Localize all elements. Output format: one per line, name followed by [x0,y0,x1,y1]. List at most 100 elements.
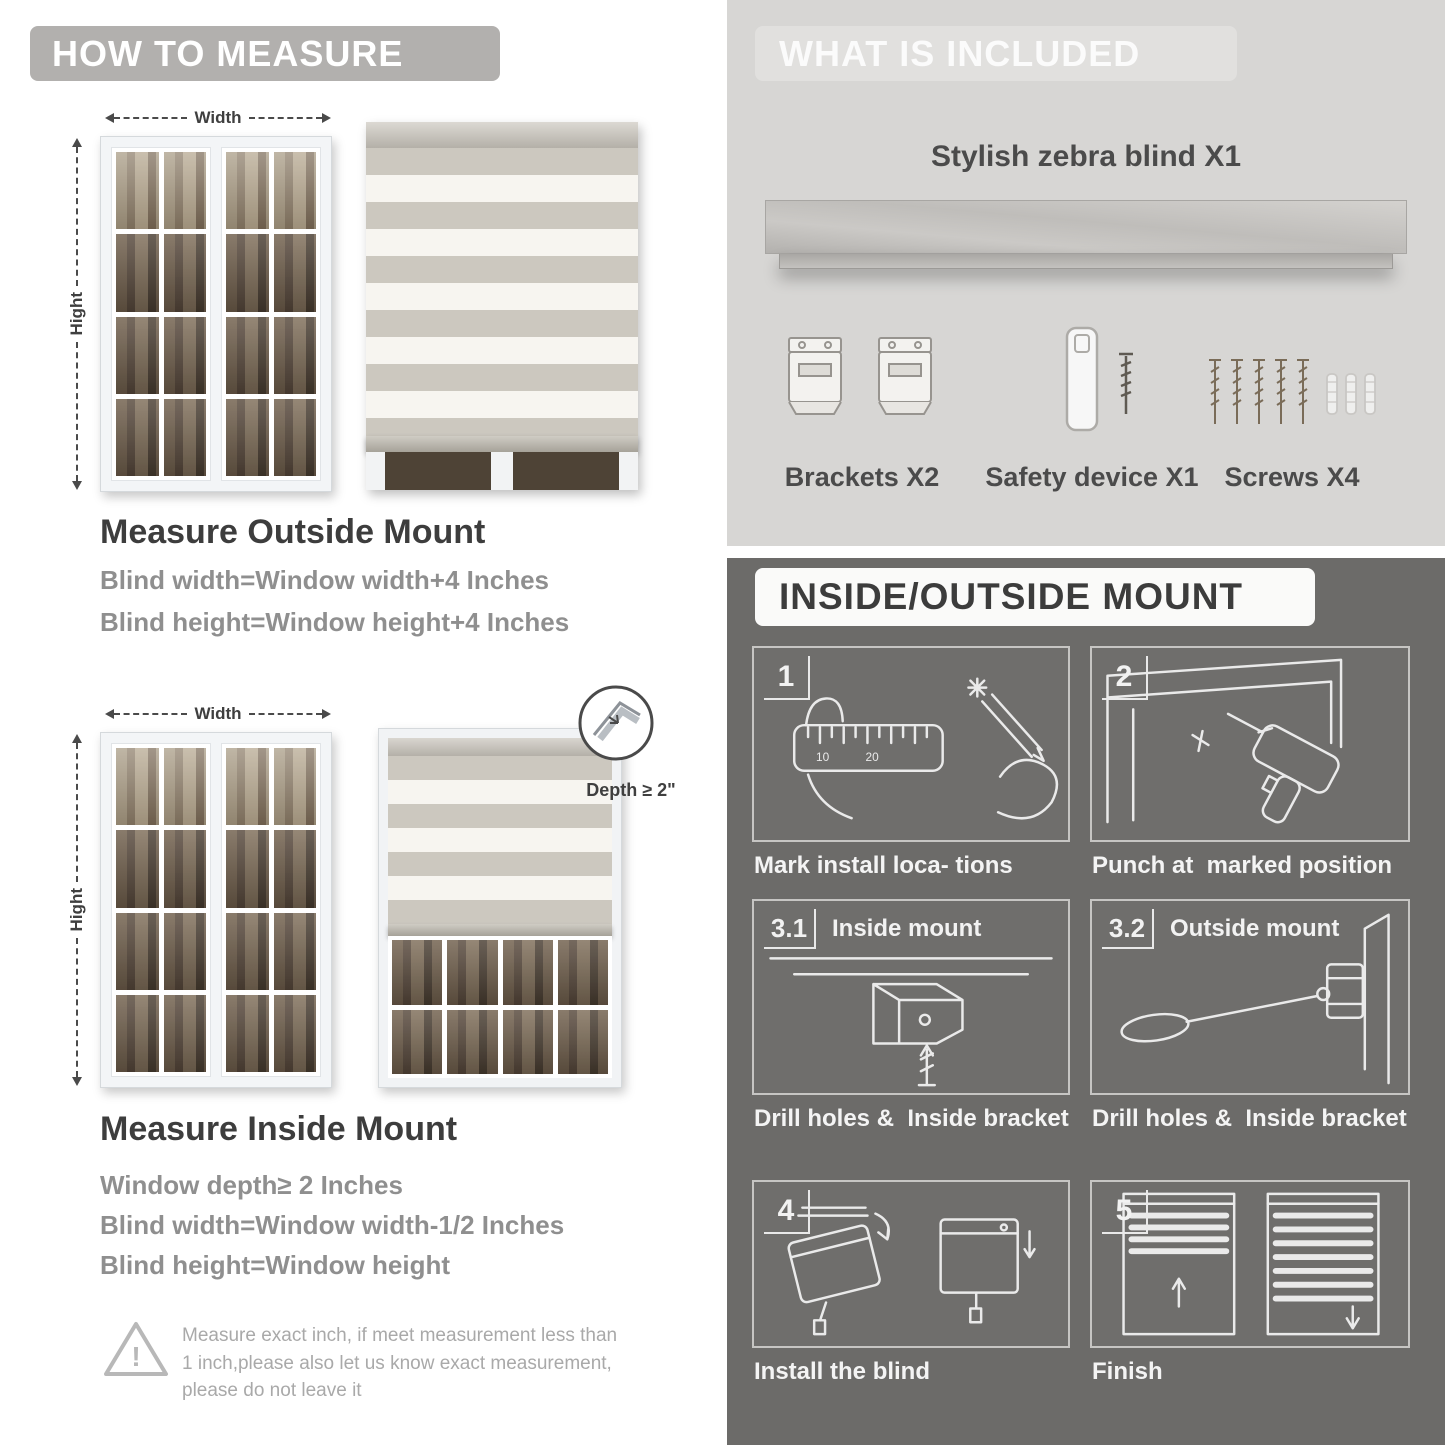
mount-steps-section: INSIDE/OUTSIDE MOUNT 1 10 20 Mark instal… [727,558,1445,1445]
outside-formula-height: Blind height=Window height+4 Inches [100,607,570,637]
height-label: Hight [67,888,86,932]
step-panel-1: 1 10 20 [752,646,1070,842]
window-pane [392,1009,443,1074]
window-pane [116,398,159,476]
blind-bottom-rail [388,924,612,936]
window-pane [226,152,269,230]
window-pane [116,316,159,394]
dashed-line [76,147,78,287]
window-sash [111,743,211,1077]
step-caption-5: Finish [1092,1358,1163,1385]
window-pane [163,234,206,312]
step-panel-3-2: 3.2 Outside mount [1090,899,1410,1095]
zebra-blind-outside-illustration [366,122,638,490]
window-pane [116,994,159,1072]
width-label: Width [194,704,242,723]
drill-illustration [1106,658,1343,824]
svg-text:!: ! [131,1341,140,1372]
window-pane [273,398,316,476]
window-illustration-inside [100,732,332,1088]
arrow-down-icon [72,481,82,490]
dashed-line [248,713,322,715]
window-pane [116,912,159,990]
how-to-measure-section: HOW TO MEASURE Width Hight Mea [0,0,710,1445]
dashed-line [248,117,322,119]
step-panel-2: 2 [1090,646,1410,842]
step-number-2: 2 [1102,656,1148,700]
zebra-blind-label: Stylish zebra blind X1 [930,140,1242,173]
install-blind-illustration [787,1206,1036,1336]
inside-formula-depth: Window depth≥ 2 Inches [100,1170,403,1200]
inside-mount-title: Measure Inside Mount [100,1110,458,1148]
step-number-3-2: 3.2 [1102,909,1154,949]
window-pane [273,748,316,826]
arrow-right-icon [322,113,331,123]
safety-device-label: Safety device X1 [985,462,1199,492]
step-label-inside-mount: Inside mount [832,915,982,942]
arrow-left-icon [105,113,114,123]
window-pane [557,940,608,1005]
window-sash [221,743,321,1077]
window-pane [163,316,206,394]
what-is-included-section: WHAT IS INCLUDED Stylish zebra blind X1 [727,0,1445,546]
step-panel-3-1: 3.1 Inside mount [752,899,1070,1095]
window-pane [226,748,269,826]
arrow-right-icon [322,709,331,719]
window-pane [116,152,159,230]
step-caption-1: Mark install loca- tions [754,852,1013,879]
step-panel-5: 5 [1090,1180,1410,1348]
step-number-1: 1 [764,656,810,700]
inside-formula-height: Blind height=Window height [100,1250,450,1280]
dashed-line [76,743,78,883]
window-pane [392,940,443,1005]
brackets-label: Brackets X2 [784,462,940,492]
step-caption-3-2: Drill holes & Inside bracket [1092,1105,1407,1132]
blind-bottom-rail [366,436,638,452]
svg-text:10: 10 [816,750,830,764]
window-pane [163,830,206,908]
window-pane [163,748,206,826]
arrow-left-icon [105,709,114,719]
dashed-line [76,937,78,1077]
depth-callout-circle [578,685,654,761]
how-to-measure-title: HOW TO MEASURE [52,32,404,74]
measurement-warning-text: Measure exact inch, if meet measurement … [182,1325,618,1402]
window-pane [273,152,316,230]
mark-locations-illustration: 10 20 [792,677,1059,820]
window-pane [226,316,269,394]
warning-icon: ! [104,1322,168,1376]
window-pane [273,316,316,394]
depth-callout-label: Depth ≥ 2" [586,780,676,800]
section-header-mount: INSIDE/OUTSIDE MOUNT [755,568,1315,626]
zebra-blind-inside-illustration [378,728,622,1088]
step-caption-3-1: Drill holes & Inside bracket [754,1105,1069,1132]
window-below-blind [366,452,638,490]
safety-device-icon [1065,326,1133,432]
step-header-3-1: 3.1 Inside mount [764,909,981,949]
window-pane [273,830,316,908]
arrow-down-icon [72,1077,82,1086]
window-pane [273,912,316,990]
step-number-5: 5 [1102,1190,1148,1234]
window-pane [502,940,553,1005]
right-column: WHAT IS INCLUDED Stylish zebra blind X1 [727,0,1445,1445]
mount-section-title: INSIDE/OUTSIDE MOUNT [779,576,1244,617]
window-pane [226,398,269,476]
step-label-outside-mount: Outside mount [1170,915,1340,942]
arrow-up-icon [72,734,82,743]
arrow-up-icon [72,138,82,147]
window-pane [163,994,206,1072]
section-header-how-to-measure: HOW TO MEASURE [30,26,500,81]
screws-icon [1208,359,1376,425]
window-pane [116,234,159,312]
screws-label: Screws X4 [1224,462,1360,492]
brackets-icon [788,337,932,415]
dashed-line [114,713,188,715]
width-label: Width [194,108,242,127]
window-pane [163,152,206,230]
window-pane [226,830,269,908]
step-number-4: 4 [764,1190,810,1234]
step-header-3-2: 3.2 Outside mount [1102,909,1339,949]
window-illustration-outside [100,136,332,492]
outside-formula-width: Blind width=Window width+4 Inches [100,565,549,595]
